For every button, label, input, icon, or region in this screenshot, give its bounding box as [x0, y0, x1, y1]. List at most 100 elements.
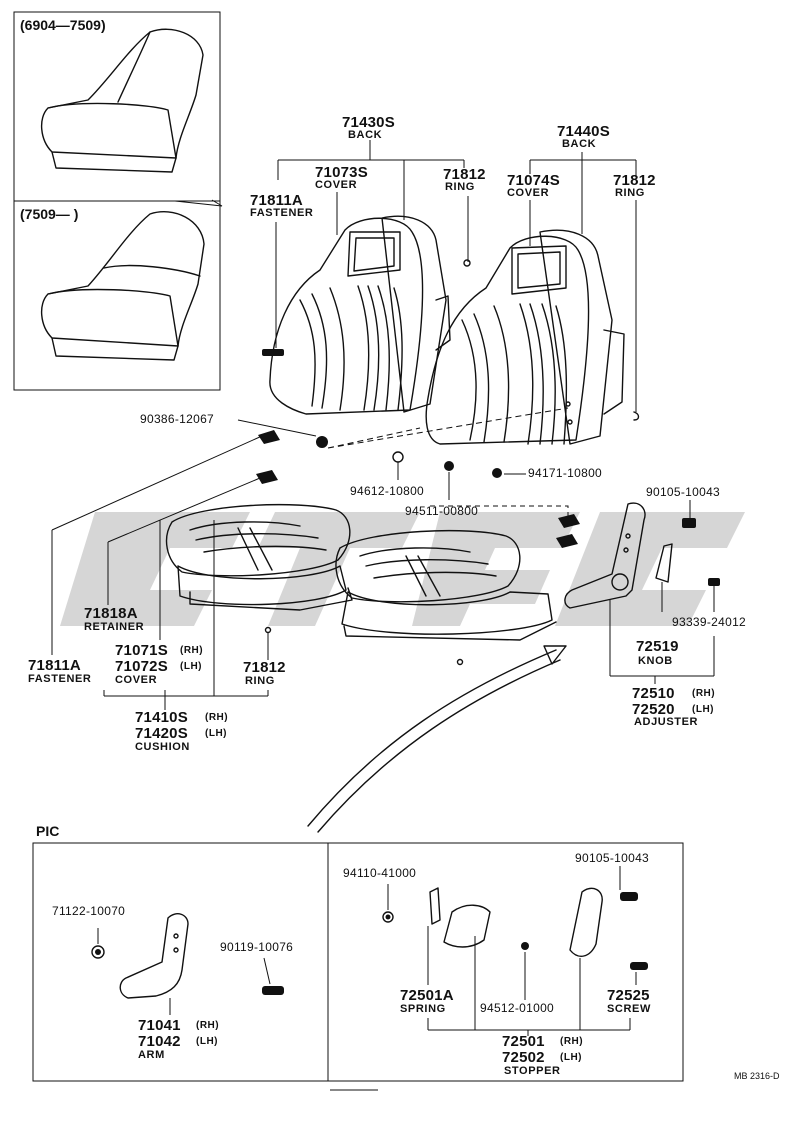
- back-lh-assembly-name: BACK: [562, 138, 597, 150]
- cushion-assy-lh-sfx: (LH): [205, 728, 227, 739]
- pic-spring-name: SPRING: [400, 1003, 446, 1015]
- cushion-assy-name: CUSHION: [135, 741, 190, 753]
- pic-left-nut-label: 71122-10070: [52, 904, 126, 918]
- pic-stopper-lh-sfx: (LH): [560, 1052, 582, 1063]
- back-lh-ring-name: RING: [615, 187, 645, 199]
- back-rh-fastener-no: 71811A: [250, 192, 303, 209]
- adjuster-name: ADJUSTER: [634, 716, 699, 728]
- back-hardware: [258, 259, 640, 478]
- clip-c-icon: [556, 534, 578, 548]
- screw-side-label: 93339-24012: [672, 615, 747, 629]
- knob-name: KNOB: [638, 655, 673, 667]
- cushion-ring-name: RING: [245, 675, 275, 687]
- pic-arm-lh-no: 71042: [138, 1033, 181, 1050]
- cushion-assy-lh-no: 71420S: [135, 725, 188, 742]
- back-lh-cover-name: COVER: [507, 187, 550, 199]
- cushion-fastener-name: FASTENER: [28, 673, 92, 685]
- seat-cushion-rh: [165, 503, 353, 611]
- inset-variant-b-box: [13, 200, 221, 391]
- pic-right-parts: [382, 866, 648, 1036]
- adjuster-lh-sfx: (LH): [692, 704, 714, 715]
- retainer-no: 71818A: [84, 605, 138, 622]
- back-lh-assembly-no: 71440S: [557, 123, 610, 140]
- clip-b-icon: [558, 514, 580, 528]
- clip-icon: [258, 430, 280, 444]
- screw-93339-icon: [708, 578, 720, 586]
- screw-90105-icon: [682, 518, 696, 528]
- back-lh-ring-no: 71812: [613, 172, 656, 189]
- inset-variant-a-label: (6904—7509): [20, 17, 106, 33]
- bolt-head-icon: [316, 436, 328, 448]
- detail-arrow: [307, 645, 567, 833]
- pic-stopper-rh-no: 72501: [502, 1033, 545, 1050]
- back-rh-assembly-name: BACK: [348, 129, 383, 141]
- bolt-90119-icon: [262, 986, 284, 995]
- pic-frame: [32, 842, 684, 1091]
- nut-94512-icon: [521, 942, 529, 950]
- pic-arm-lh-sfx: (LH): [196, 1036, 218, 1047]
- seat-back-rh: [269, 215, 451, 415]
- seat-back-lh: [425, 229, 625, 445]
- ring-icon: [456, 658, 464, 666]
- adjuster-rh-no: 72510: [632, 685, 675, 702]
- cushion-cover-rh-no: 71071S: [115, 642, 168, 659]
- adjuster-rh-sfx: (RH): [692, 688, 716, 699]
- stopper-icon: [443, 904, 491, 948]
- callout-lines: [51, 140, 715, 710]
- cushion-hardware: [256, 470, 580, 666]
- inset-pointer-line: [174, 199, 223, 207]
- arm-icon: [119, 913, 189, 999]
- stopper-plate-icon: [569, 887, 603, 957]
- cushion-cover-name: COVER: [115, 674, 158, 686]
- adjuster-assembly: [564, 502, 720, 609]
- back-rh-cover-name: COVER: [315, 179, 358, 191]
- cushion-cover-rh-sfx: (RH): [180, 645, 204, 656]
- nut-a-label: 94511-00800: [405, 504, 479, 518]
- nut-71122-icon: [91, 945, 105, 959]
- retainer-name: RETAINER: [84, 621, 145, 633]
- bolt-left-label: 90386-12067: [140, 412, 215, 426]
- pic-arm-name: ARM: [138, 1049, 165, 1061]
- adjuster-lh-no: 72520: [632, 701, 675, 718]
- knob-72519-icon: [655, 543, 673, 583]
- cushion-cover-lh-sfx: (LH): [180, 661, 202, 672]
- ring-71812-cushion-icon: [264, 626, 272, 634]
- screw-top-label: 90105-10043: [646, 485, 721, 499]
- knob-no: 72519: [636, 638, 679, 655]
- pic-stopper-name: STOPPER: [504, 1065, 561, 1077]
- pic-stopper-rh-sfx: (RH): [560, 1036, 584, 1047]
- pic-arm-rh-sfx: (RH): [196, 1020, 220, 1031]
- inset-variant-b-label: (7509— ): [20, 206, 79, 222]
- back-rh-ring-name: RING: [445, 181, 475, 193]
- ring-71812-icon: [463, 259, 471, 267]
- pic-spring-no: 72501A: [400, 987, 454, 1004]
- pic-arm-rh-no: 71041: [138, 1017, 181, 1034]
- fastener-71811a-icon: [262, 349, 284, 356]
- cushion-assy-rh-no: 71410S: [135, 709, 188, 726]
- nut-icon: [444, 461, 454, 471]
- nut-94110-icon: [382, 911, 394, 923]
- pic-stopper-lh-no: 72502: [502, 1049, 545, 1066]
- pic-screw-no: 72525: [607, 987, 650, 1004]
- back-rh-ring-no: 71812: [443, 166, 486, 183]
- pic-right-screw-top-label: 90105-10043: [575, 851, 650, 865]
- seat-cushion-lh: [335, 529, 557, 641]
- spring-icon: [429, 887, 441, 925]
- pic-left-parts: [91, 913, 284, 1015]
- back-rh-fastener-name: FASTENER: [250, 207, 314, 219]
- footer-code: MB 2316-D: [734, 1071, 780, 1081]
- cushion-ring-no: 71812: [243, 659, 286, 676]
- cushion-fastener-no: 71811A: [28, 657, 81, 674]
- back-rh-assembly-no: 71430S: [342, 114, 395, 131]
- pic-screw-name: SCREW: [607, 1003, 651, 1015]
- inset-variant-a-box: [13, 11, 221, 202]
- pic-right-nut-a-label: 94110-41000: [343, 866, 417, 880]
- retainer-71818a-icon: [256, 470, 278, 484]
- washer-icon: [392, 451, 404, 463]
- nut-b-label: 94171-10800: [528, 466, 603, 480]
- washer-a-label: 94612-10800: [350, 484, 425, 498]
- cushion-assy-rh-sfx: (RH): [205, 712, 229, 723]
- nut-b-icon: [492, 468, 502, 478]
- pic-nut-b-label: 94512-01000: [480, 1001, 555, 1015]
